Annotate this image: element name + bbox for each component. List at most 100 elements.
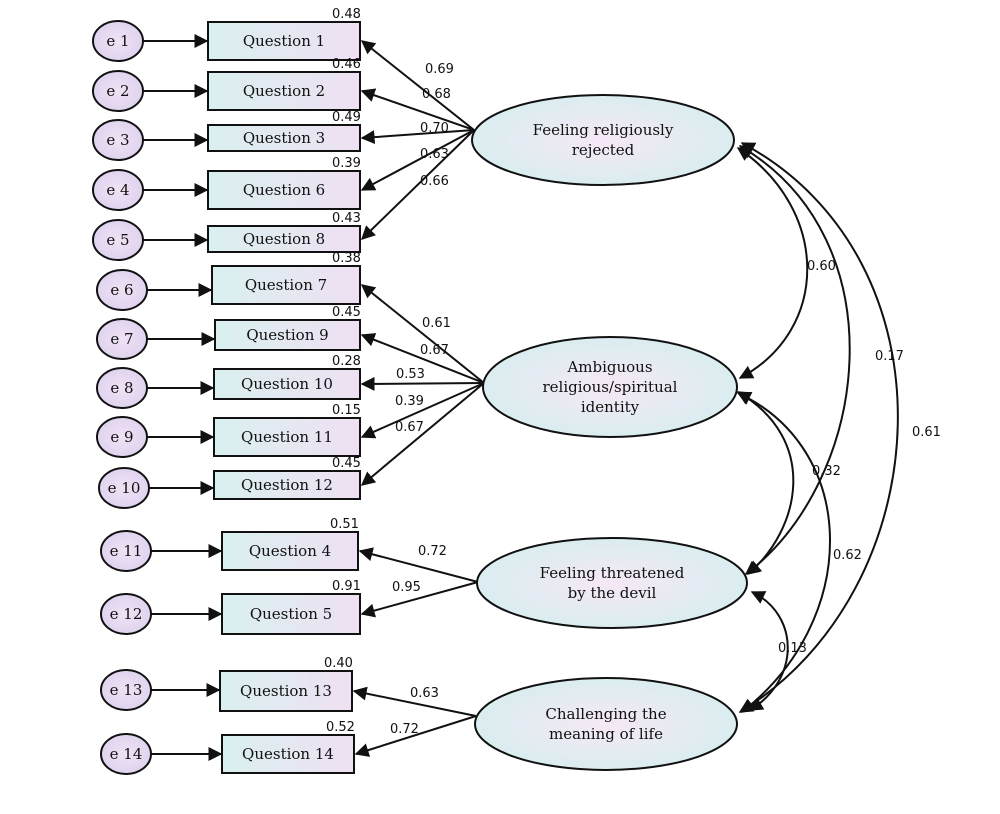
error-label: e 5 xyxy=(106,231,129,249)
observed-variable-label: Question 7 xyxy=(245,276,327,294)
error-label: e 9 xyxy=(110,428,133,446)
loading-paths xyxy=(139,34,485,761)
error-label: e 10 xyxy=(108,479,141,497)
observed-variable-label: Question 6 xyxy=(243,181,325,199)
correlation-label: 0.62 xyxy=(833,548,862,563)
correlation-label: 0.60 xyxy=(807,259,836,274)
error-label: e 1 xyxy=(106,32,129,50)
labels: 0.690.680.700.630.660.610.670.530.390.67… xyxy=(106,7,941,763)
loading-path xyxy=(360,382,485,486)
error-term xyxy=(98,467,150,509)
error-label: e 7 xyxy=(110,330,133,348)
nodes xyxy=(92,20,748,775)
observed-variable-box xyxy=(207,225,361,253)
observed-variable-box xyxy=(211,265,361,305)
observed-variable-label: Question 9 xyxy=(246,326,328,344)
observed-variable-box xyxy=(207,124,361,152)
error-term xyxy=(92,70,144,112)
loading-label: 0.66 xyxy=(420,174,449,189)
loading-path xyxy=(358,547,479,583)
loading-label: 0.68 xyxy=(422,87,451,102)
loading-label: 0.67 xyxy=(420,343,449,358)
error-term xyxy=(96,367,148,409)
r-squared-label: 0.49 xyxy=(332,110,361,125)
loading-path xyxy=(360,333,485,384)
error-label: e 8 xyxy=(110,379,133,397)
loading-label: 0.61 xyxy=(422,316,451,331)
correlation-path xyxy=(748,591,789,711)
observed-variable-box xyxy=(214,319,361,351)
observed-variable-label: Question 5 xyxy=(250,605,332,623)
loading-path xyxy=(360,88,475,131)
error-term xyxy=(96,269,148,311)
correlation-label: 0.17 xyxy=(875,349,904,364)
r-squared-label: 0.91 xyxy=(332,579,361,594)
loading-path xyxy=(360,382,485,439)
r-squared-label: 0.45 xyxy=(332,456,361,471)
latent-factor-label: identity xyxy=(581,398,640,416)
latent-factor-label: Ambiguous xyxy=(566,358,652,376)
r-squared-label: 0.15 xyxy=(332,403,361,418)
loading-label: 0.72 xyxy=(390,722,419,737)
observed-variable-box xyxy=(221,531,359,571)
observed-variable-label: Question 2 xyxy=(243,82,325,100)
correlation-path xyxy=(738,145,851,575)
observed-variable-label: Question 13 xyxy=(240,682,332,700)
error-label: e 2 xyxy=(106,82,129,100)
observed-variable-box xyxy=(207,170,361,210)
error-term xyxy=(96,416,148,458)
error-term xyxy=(100,593,152,635)
loading-path xyxy=(360,129,475,240)
latent-factor-label: by the devil xyxy=(568,584,657,602)
latent-factor xyxy=(474,677,738,771)
error-term xyxy=(100,733,152,775)
loading-label: 0.69 xyxy=(425,62,454,77)
observed-variable-box xyxy=(213,470,361,500)
latent-factor-label: rejected xyxy=(572,141,635,159)
r-squared-label: 0.43 xyxy=(332,211,361,226)
latent-factor-label: Challenging the xyxy=(545,705,666,723)
observed-variable-label: Question 10 xyxy=(241,375,333,393)
r-squared-label: 0.46 xyxy=(332,57,361,72)
correlation-path xyxy=(738,142,899,713)
error-term xyxy=(92,169,144,211)
observed-variable-box xyxy=(213,417,361,457)
correlation-label: 0.13 xyxy=(778,641,807,656)
loading-label: 0.53 xyxy=(396,367,425,382)
error-term xyxy=(92,219,144,261)
correlation-path xyxy=(736,147,809,379)
r-squared-label: 0.38 xyxy=(332,251,361,266)
error-label: e 6 xyxy=(110,281,133,299)
factor-correlations xyxy=(736,142,899,713)
loading-label: 0.63 xyxy=(420,147,449,162)
latent-factor xyxy=(476,537,748,629)
error-label: e 12 xyxy=(110,605,143,623)
loading-path xyxy=(360,129,475,145)
observed-variable-box xyxy=(213,368,361,400)
latent-factor-label: religious/spiritual xyxy=(543,378,678,396)
error-term xyxy=(92,20,144,62)
observed-variable-label: Question 3 xyxy=(243,129,325,147)
latent-factor xyxy=(482,336,738,438)
error-term xyxy=(100,669,152,711)
observed-variable-box xyxy=(207,71,361,111)
r-squared-label: 0.51 xyxy=(330,517,359,532)
observed-variable-box xyxy=(221,734,355,774)
loading-label: 0.39 xyxy=(395,394,424,409)
loading-path xyxy=(360,581,479,618)
error-label: e 13 xyxy=(110,681,143,699)
r-squared-label: 0.28 xyxy=(332,354,361,369)
error-label: e 11 xyxy=(110,542,143,560)
loading-label: 0.95 xyxy=(392,580,421,595)
correlation-label: 0.61 xyxy=(912,425,941,440)
latent-factor-label: Feeling threatened xyxy=(540,564,685,582)
r-squared-label: 0.39 xyxy=(332,156,361,171)
r-squared-label: 0.48 xyxy=(332,7,361,22)
loading-label: 0.72 xyxy=(418,544,447,559)
error-term xyxy=(92,119,144,161)
correlation-label: 0.32 xyxy=(812,464,841,479)
loading-label: 0.67 xyxy=(395,420,424,435)
r-squared-label: 0.52 xyxy=(326,720,355,735)
r-squared-label: 0.45 xyxy=(332,305,361,320)
